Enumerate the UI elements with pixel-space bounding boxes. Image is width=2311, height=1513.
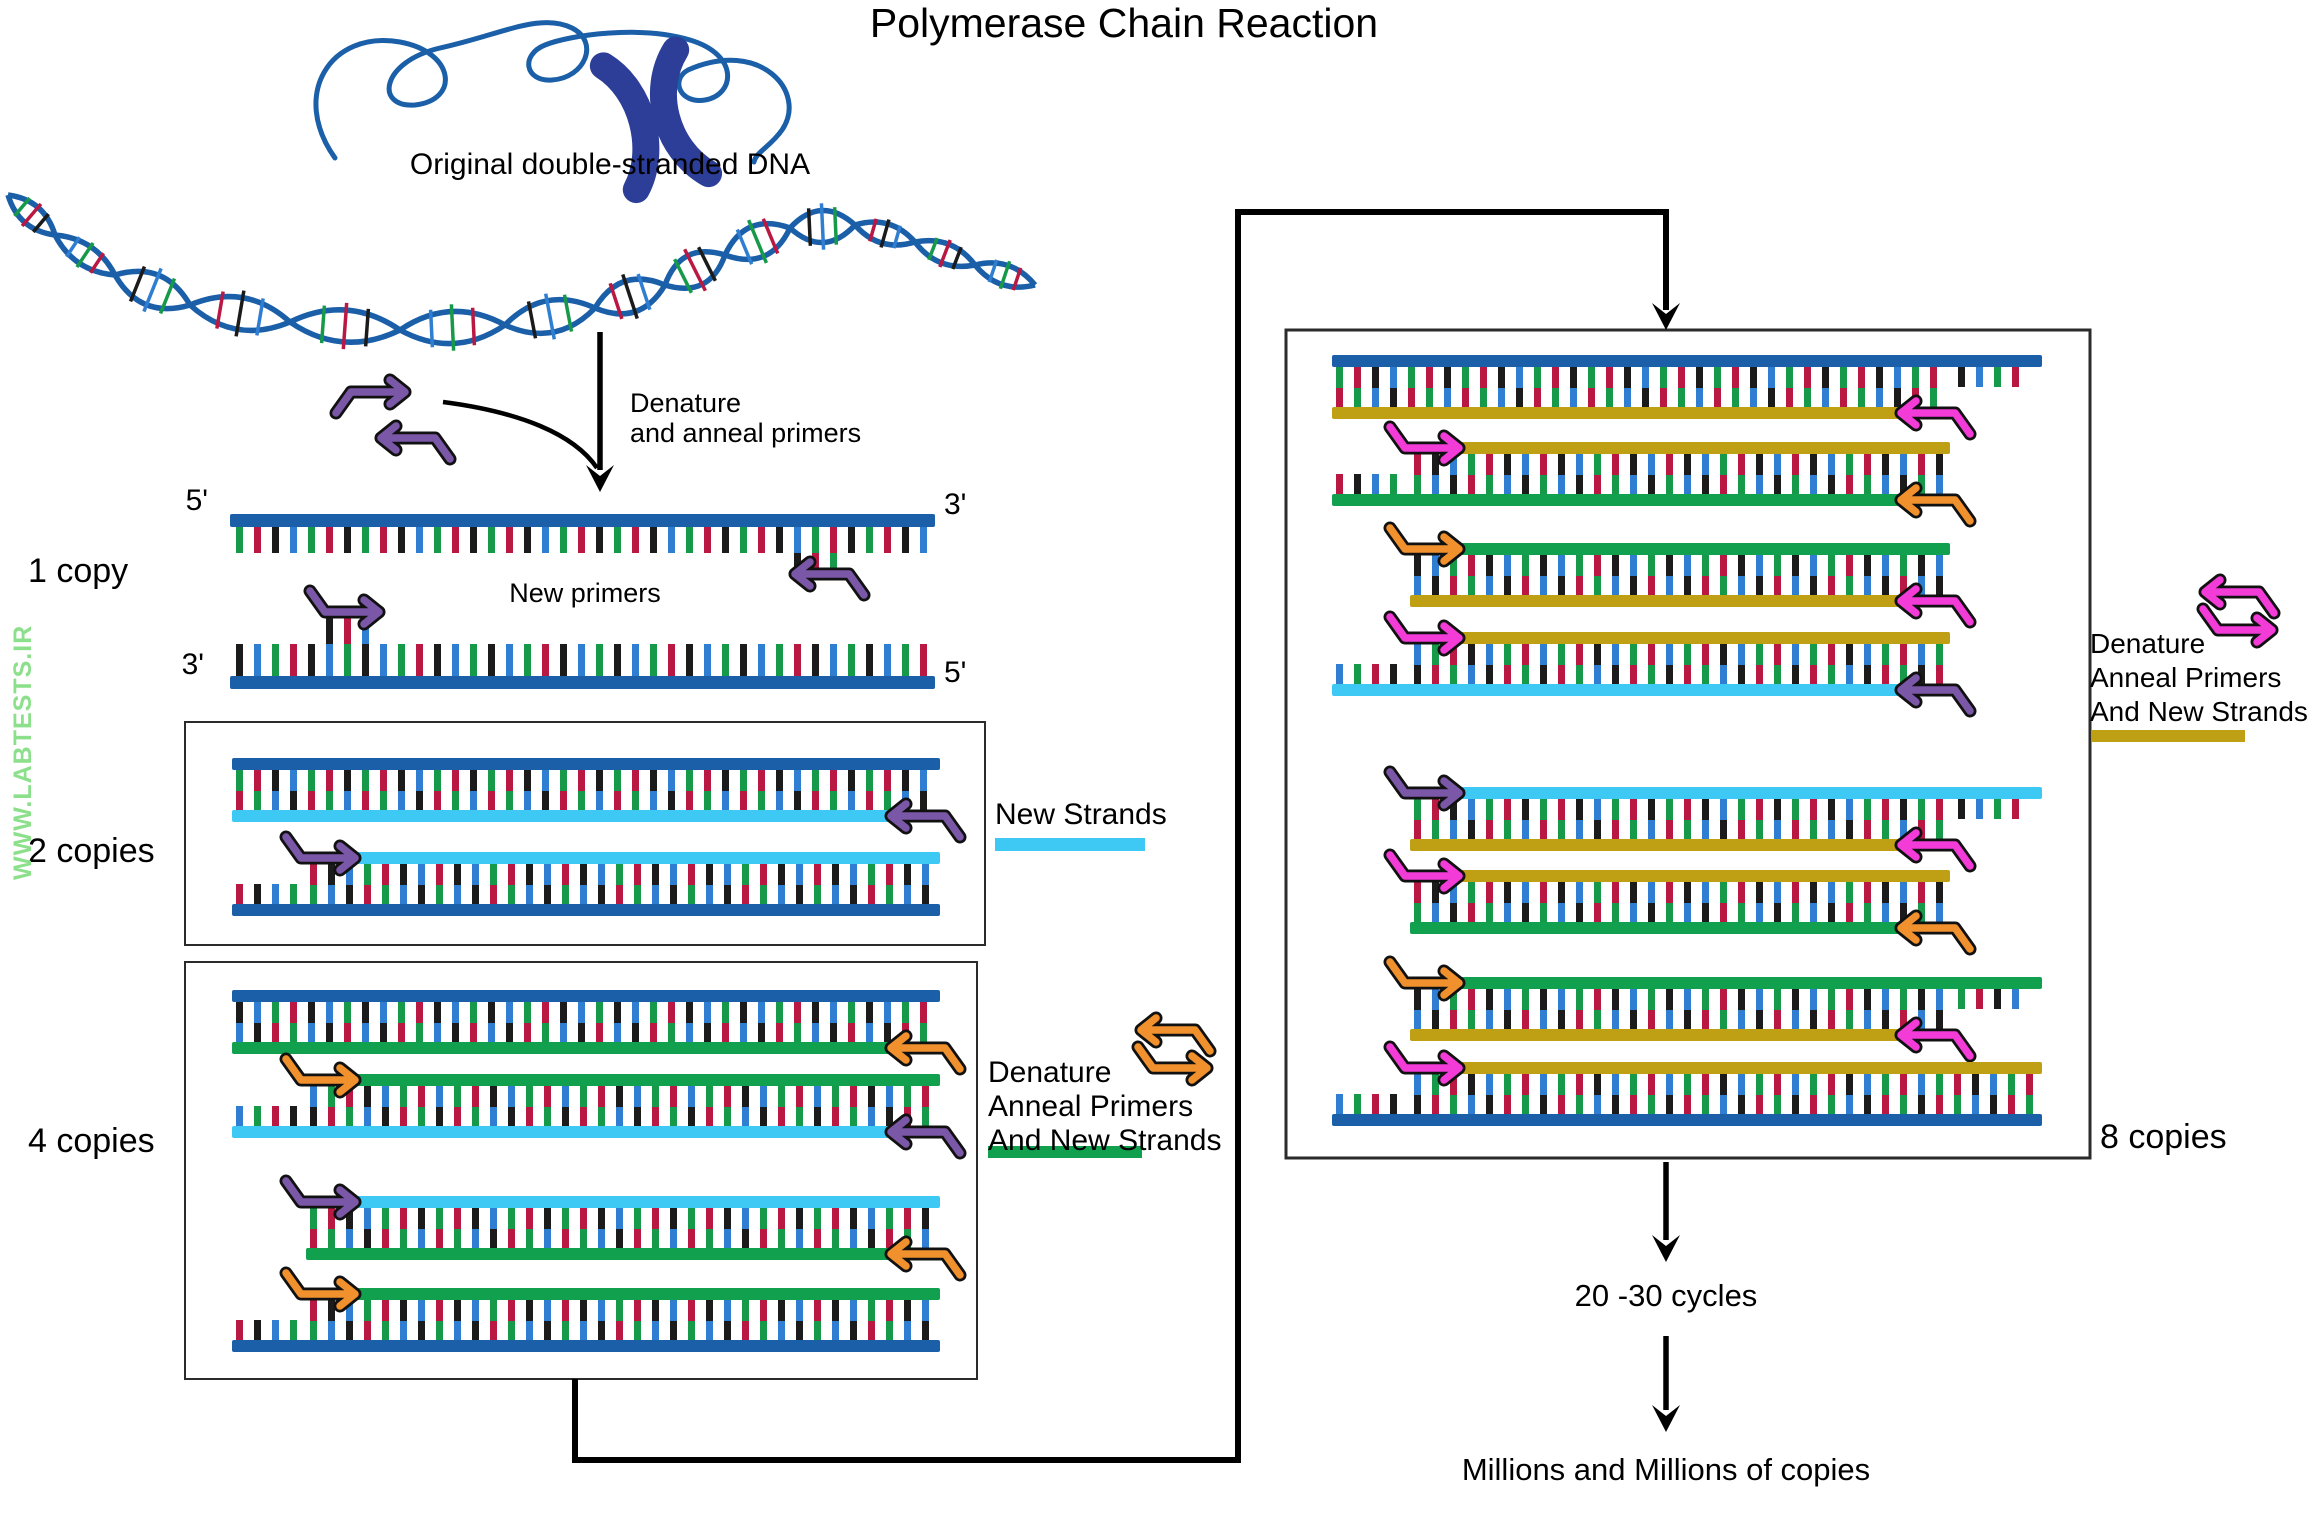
two-copies-box	[184, 721, 986, 946]
primer-icon	[1383, 1040, 1466, 1087]
cycle2-legend-line1: Denature	[988, 1056, 1112, 1089]
primer-icon	[1894, 394, 1977, 441]
dna-duplex	[232, 758, 967, 844]
free-primers	[329, 373, 457, 466]
cycle2-legend-line2: Anneal Primers	[988, 1090, 1194, 1123]
legend-color-bar	[2092, 730, 2245, 742]
primer-icon	[1383, 420, 1466, 467]
primer-icon	[884, 797, 967, 844]
eight-copies-label: 8 copies	[2100, 1118, 2227, 1156]
primer-icon	[2198, 573, 2281, 620]
chromosome-icon	[589, 36, 723, 204]
primer-icon	[279, 1052, 362, 1099]
primer-icon	[788, 555, 871, 602]
primer-icon	[1894, 481, 1977, 528]
legend-color-bar	[988, 1146, 1142, 1158]
primer-icon	[1894, 1016, 1977, 1063]
new-primers-label: New primers	[509, 578, 661, 608]
cycle-connector	[572, 209, 1680, 1463]
primer-icon	[374, 419, 457, 466]
dna-duplex	[1332, 355, 2042, 441]
five-prime-bottom-right: 5'	[944, 656, 967, 689]
dna-duplex	[1332, 1040, 2042, 1126]
denature-step-label-line2: and anneal primers	[630, 418, 862, 448]
dna-duplex	[279, 1174, 967, 1282]
primer-icon	[884, 1235, 967, 1282]
primer-icon	[2196, 602, 2279, 649]
primer-icon	[279, 1266, 362, 1313]
primer-icon	[279, 830, 362, 877]
dna-duplex	[232, 1266, 940, 1352]
primer-icon	[1383, 765, 1466, 812]
cycle2-legend-line3: And New Strands	[988, 1124, 1222, 1157]
template-strand-bottom	[230, 584, 935, 689]
denature-step-label-line1: Denature	[630, 388, 742, 418]
dna-duplex	[1332, 610, 1977, 718]
three-prime-top-right: 3'	[944, 488, 967, 521]
original-dna-label: Original double-stranded DNA	[409, 148, 811, 181]
cycles-label: 20 -30 cycles	[1574, 1278, 1758, 1313]
primer-icon	[1134, 1011, 1217, 1058]
five-prime-top-left: 5'	[185, 484, 208, 517]
dna-duplex	[1383, 521, 1977, 629]
primer-icon	[1131, 1040, 1214, 1087]
dna-duplex	[232, 990, 967, 1076]
new-strands-legend-label: New Strands	[995, 798, 1167, 831]
primer-icon	[1383, 610, 1466, 657]
four-copies-box	[184, 961, 978, 1380]
primer-icon	[279, 1174, 362, 1221]
dna-duplex	[1383, 765, 2042, 873]
primer-icon	[303, 584, 386, 631]
primer-icon	[1894, 826, 1977, 873]
primer-icon	[1894, 909, 1977, 956]
primer-icon	[1383, 955, 1466, 1002]
eight-copies-box	[1284, 328, 2092, 1160]
template-strand-top	[230, 514, 935, 602]
dna-duplex	[1383, 848, 1977, 956]
flow-arrows	[586, 332, 1680, 1432]
primer-icon	[1894, 582, 1977, 629]
primer-icon	[1383, 848, 1466, 895]
primer-to-dna-curved-arrow	[442, 399, 599, 470]
cycle3-legend-line2: Anneal Primers	[2090, 662, 2282, 693]
primer-icon	[1894, 671, 1977, 718]
primer-icon	[329, 373, 412, 420]
four-copies-label: 4 copies	[28, 1122, 155, 1160]
legend-primers	[1131, 573, 2281, 1087]
three-prime-bottom-left: 3'	[181, 648, 204, 681]
dna-helix-art	[5, 20, 1038, 351]
page-title: Polymerase Chain Reaction	[869, 0, 1379, 46]
watermark: WWW.LABTESTS.IR	[9, 624, 37, 880]
millions-label: Millions and Millions of copies	[1461, 1452, 1871, 1487]
dna-duplex	[232, 1052, 967, 1160]
dna-duplex	[1383, 955, 2042, 1063]
cycle3-legend-line3: And New Strands	[2090, 696, 2308, 727]
one-copy-label: 1 copy	[28, 552, 129, 590]
primer-icon	[884, 1113, 967, 1160]
two-copies-label: 2 copies	[28, 832, 155, 870]
primer-icon	[884, 1029, 967, 1076]
dna-duplex	[232, 830, 940, 916]
dna-duplex	[1332, 420, 1977, 528]
cycle3-legend-line1: Denature	[2090, 628, 2206, 659]
legend-color-bar	[995, 838, 1145, 851]
primer-icon	[1383, 521, 1466, 568]
